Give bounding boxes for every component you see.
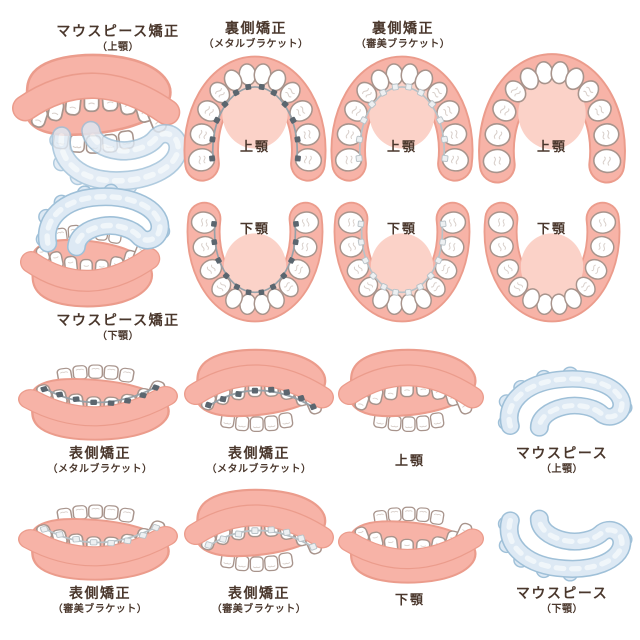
illustration-upper-jaw-labial-esthetic: [184, 488, 334, 572]
label-mouthpiece-only-upper: マウスピース （上顎）: [488, 446, 636, 476]
jaw-text-lower-3d: 下顎: [394, 593, 425, 608]
illustration-upper-arch-plain: [478, 53, 626, 184]
illustration-aligner-upper: [497, 366, 633, 437]
label-lingual-esthetic: 裏側矯正 （審美ブラケット）: [330, 21, 476, 51]
label-sub: （メタルブラケット）: [203, 38, 309, 50]
jaw-text-upper-3d: 上顎: [394, 454, 425, 469]
illustration-upper-jaw-with-aligner: [12, 53, 189, 194]
illustration-lower-jaw-plain-3d: [338, 506, 484, 584]
label-main: 表側矯正: [69, 446, 131, 462]
label-sub: （上顎）: [541, 463, 583, 475]
label-lingual-metal: 裏側矯正 （メタルブラケット）: [183, 21, 329, 51]
illustration-lower-jaw-labial-metal: [18, 364, 178, 441]
label-main: マウスピース矯正: [56, 24, 180, 40]
illustration-lower-arch-plain: [483, 201, 621, 323]
label-main: 表側矯正: [228, 446, 290, 462]
label-sub: （審美ブラケット）: [355, 38, 451, 50]
jaw-text-upper-1: 上顎: [239, 140, 270, 155]
illustration-upper-arch-lingual-esthetic: [330, 55, 474, 182]
illustration-lower-arch-lingual-esthetic: [333, 201, 471, 323]
label-sub: （上顎）: [97, 41, 139, 53]
label-sub: （メタルブラケット）: [206, 463, 312, 475]
jaw-text-lower-2: 下顎: [386, 222, 417, 237]
illustration-upper-arch-lingual-metal: [183, 55, 327, 182]
illustration-lower-jaw-with-aligner: [20, 183, 171, 308]
label-sub: （下顎）: [541, 603, 583, 615]
label-mouthpiece-lower: マウスピース矯正 （下顎）: [26, 313, 210, 343]
label-sub: （審美ブラケット）: [52, 603, 148, 615]
jaw-text-upper-2: 上顎: [386, 140, 417, 155]
label-main: マウスピース矯正: [56, 313, 180, 329]
jaw-text-lower-3: 下顎: [536, 222, 567, 237]
label-labial-metal-2: 表側矯正 （メタルブラケット）: [183, 446, 335, 476]
jaw-text-upper-3: 上顎: [536, 140, 567, 155]
label-labial-esthetic-1: 表側矯正 （審美ブラケット）: [18, 586, 182, 616]
jaw-text-lower-1: 下顎: [239, 222, 270, 237]
label-mouthpiece-upper: マウスピース矯正 （上顎）: [26, 24, 210, 54]
label-sub: （メタルブラケット）: [47, 463, 153, 475]
label-main: マウスピース: [515, 586, 609, 602]
label-main: マウスピース: [515, 446, 609, 462]
illustration-aligner-lower: [497, 509, 633, 582]
label-main: 裏側矯正: [372, 21, 434, 37]
label-labial-esthetic-2: 表側矯正 （審美ブラケット）: [183, 586, 335, 616]
label-labial-metal-1: 表側矯正 （メタルブラケット）: [18, 446, 182, 476]
illustration-lower-jaw-labial-esthetic: [18, 504, 178, 581]
label-sub: （審美ブラケット）: [211, 603, 307, 615]
illustration-upper-jaw-labial-metal: [184, 348, 334, 432]
label-mouthpiece-only-lower: マウスピース （下顎）: [488, 586, 636, 616]
label-main: 表側矯正: [69, 586, 131, 602]
label-main: 裏側矯正: [225, 21, 287, 37]
illustration-upper-jaw-plain-3d: [338, 348, 484, 432]
label-sub: （下顎）: [97, 330, 139, 342]
label-main: 表側矯正: [228, 586, 290, 602]
illustration-lower-arch-lingual-metal: [186, 201, 324, 323]
